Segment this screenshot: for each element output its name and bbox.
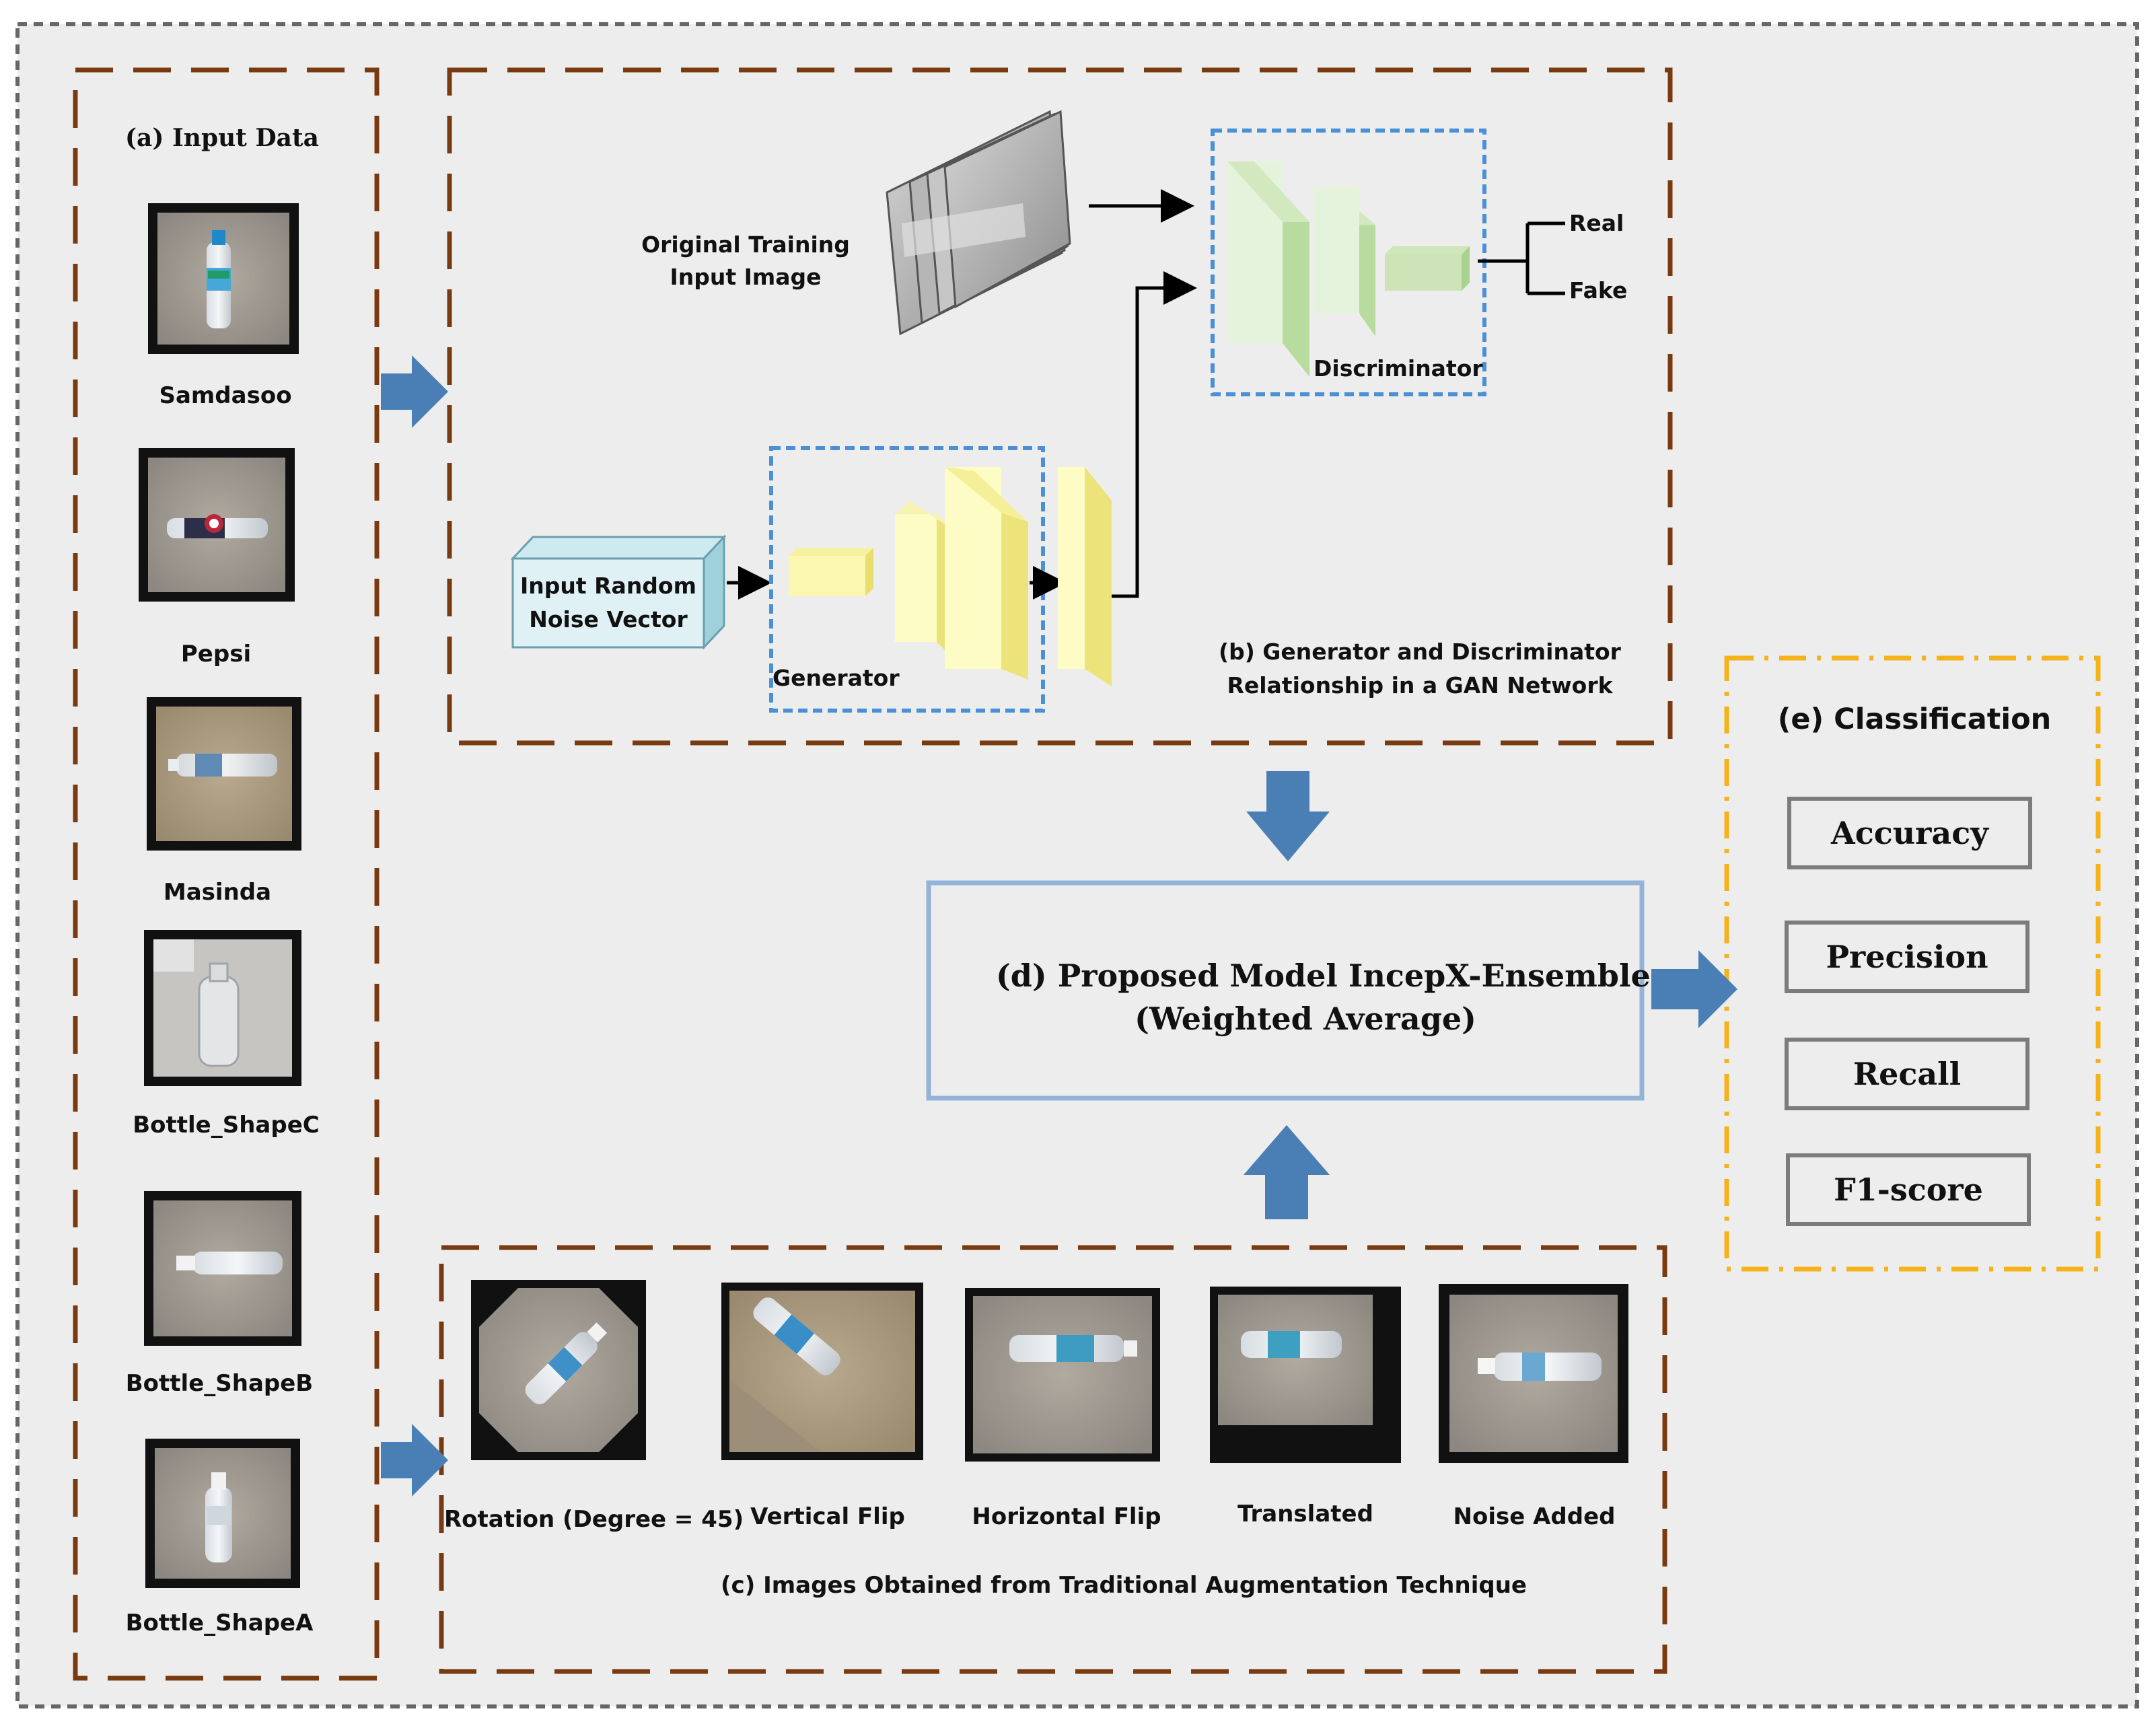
- input-label-bottle-shapec: Bottle_ShapeC: [133, 1112, 320, 1139]
- noise-vector-box: [510, 534, 727, 650]
- generator-layers: [789, 467, 1028, 680]
- thumb-bottle-shapea: [145, 1439, 300, 1588]
- classification-title: (e) Classification: [1777, 703, 2052, 736]
- input-label-samdasoo: Samdasoo: [159, 382, 292, 409]
- input-label-pepsi: Pepsi: [180, 641, 252, 668]
- original-training-label: Original Training Input Image: [624, 229, 867, 293]
- model-label-line2: (Weighted Average): [1135, 1001, 1476, 1037]
- arrow-gan-to-model: [1246, 771, 1330, 861]
- metric-recall: Recall: [1785, 1038, 2029, 1110]
- arrow-augmentation-to-model: [1244, 1125, 1330, 1219]
- thumb-bottle-shapec: [144, 930, 301, 1086]
- aug-noise-added: [1439, 1284, 1628, 1463]
- input-label-masinda: Masinda: [163, 879, 272, 906]
- original-training-line1: Original Training: [641, 231, 850, 258]
- gan-caption-line1: (b) Generator and Discriminator: [1219, 639, 1621, 665]
- original-image-stack: [886, 110, 1071, 336]
- aug-label-horizontal-flip: Horizontal Flip: [972, 1503, 1161, 1530]
- model-label-line1: (d) Proposed Model IncepX-Ensemble: [996, 958, 1651, 994]
- generator-label: Generator: [772, 665, 900, 691]
- augmentation-caption: (c) Images Obtained from Traditional Aug…: [721, 1572, 1527, 1599]
- input-label-bottle-shapeb: Bottle_ShapeB: [125, 1370, 314, 1397]
- noise-vector-line1: Input Random: [519, 573, 696, 599]
- metric-accuracy: Accuracy: [1787, 797, 2032, 869]
- generated-output-layer: [1058, 467, 1112, 686]
- arrow-generated-to-discriminator: [1112, 271, 1197, 598]
- metric-f1-score: F1-score: [1786, 1153, 2031, 1226]
- gan-caption-line2: Relationship in a GAN Network: [1227, 672, 1613, 698]
- thumb-pepsi: [139, 448, 295, 602]
- input-data-title: (a) Input Data: [125, 124, 319, 152]
- real-label: Real: [1569, 210, 1624, 236]
- model-label: (d) Proposed Model IncepX-Ensemble (Weig…: [996, 954, 1651, 1040]
- input-label-bottle-shapea: Bottle_ShapeA: [125, 1610, 314, 1636]
- aug-horizontal-flip: [965, 1288, 1160, 1462]
- thumb-masinda: [147, 697, 301, 851]
- aug-rotation: [471, 1280, 646, 1460]
- arrow-input-to-gan: [381, 355, 448, 428]
- thumb-bottle-shapeb: [144, 1191, 301, 1346]
- aug-label-rotation: Rotation (Degree = 45): [444, 1506, 744, 1533]
- gan-caption: (b) Generator and Discriminator Relation…: [1198, 635, 1642, 703]
- metric-precision: Precision: [1785, 921, 2029, 993]
- noise-vector-label: Input Random Noise Vector: [513, 569, 704, 637]
- input-thumbnails: [139, 203, 301, 1588]
- classification-box: [1724, 655, 2101, 1272]
- original-training-line2: Input Image: [670, 264, 822, 290]
- arrow-input-to-augmentation: [381, 1424, 448, 1497]
- real-fake-bracket: [1478, 221, 1565, 295]
- aug-vertical-flip: [721, 1283, 923, 1460]
- arrow-model-to-classification: [1651, 950, 1737, 1028]
- aug-label-translated: Translated: [1237, 1501, 1373, 1527]
- model-box: [926, 880, 1645, 1101]
- fake-label: Fake: [1569, 277, 1628, 303]
- discriminator-layers: [1227, 161, 1470, 377]
- thumb-samdasoo: [148, 203, 299, 354]
- aug-label-vertical-flip: Vertical Flip: [750, 1503, 905, 1530]
- aug-label-noise-added: Noise Added: [1453, 1503, 1616, 1530]
- gan-box: [447, 67, 1673, 746]
- aug-translated: [1210, 1287, 1401, 1463]
- noise-vector-line2: Noise Vector: [529, 606, 688, 633]
- augmentation-thumbnails: [471, 1280, 1628, 1463]
- input-data-box: [73, 67, 380, 1681]
- discriminator-label: Discriminator: [1314, 355, 1483, 382]
